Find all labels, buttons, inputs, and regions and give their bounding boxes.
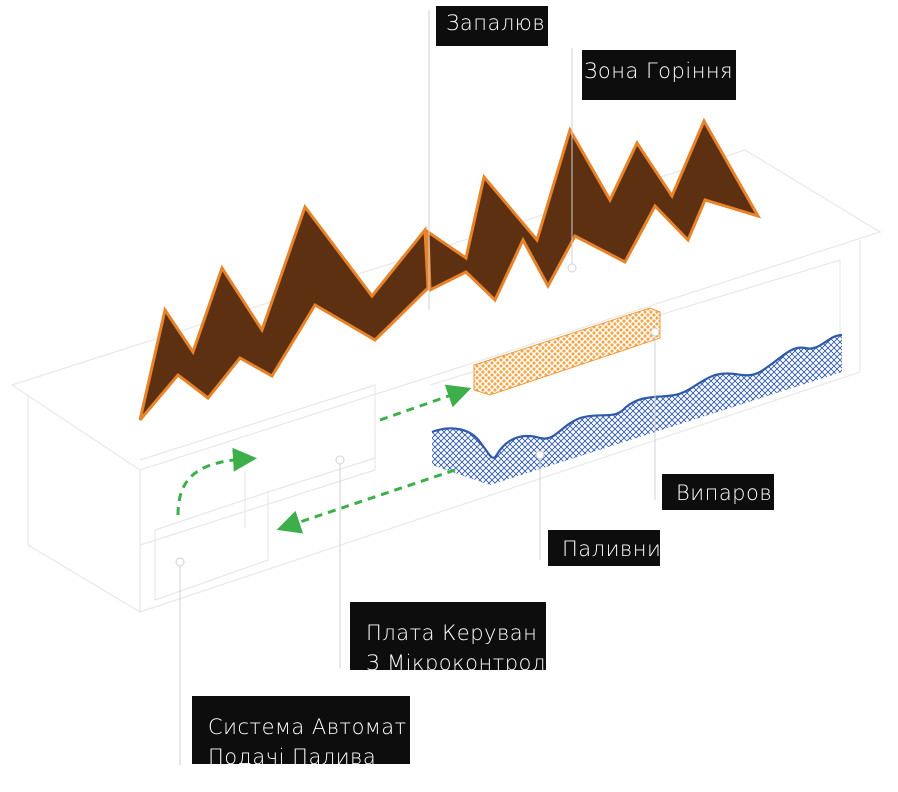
flame-right (426, 117, 762, 303)
label-evaporator-text: Випаров (676, 481, 773, 505)
feed-arrow (176, 447, 257, 516)
label-combustion-zone: Зона Горіння (582, 50, 736, 100)
label-ignition-text: Запалюв (446, 11, 546, 35)
label-fuel-feed-line2: Подачі Палива (208, 745, 377, 764)
label-combustion-zone-text: Зона Горіння (584, 59, 734, 83)
label-fuel-tank: Паливни (548, 530, 660, 566)
label-control-board-line2: З Мікроконтрол (366, 651, 546, 670)
label-fuel-feed-system: Система Автомат Подачі Палива (192, 696, 410, 764)
ignition-element (473, 307, 661, 396)
evaporator-outline (431, 333, 843, 459)
leader-dots (175, 263, 660, 567)
label-control-board-line1: Плата Керуван (366, 621, 538, 645)
label-ignition: Запалюв (436, 6, 548, 46)
evaporator-shape (432, 335, 842, 485)
label-fuel-tank-text: Паливни (562, 537, 660, 561)
supply-arrow (379, 384, 472, 422)
return-arrow (276, 468, 456, 534)
label-fuel-feed-line1: Система Автомат (208, 715, 407, 739)
flame-left (138, 203, 430, 421)
label-evaporator: Випаров (662, 474, 774, 510)
leader-lines (179, 10, 656, 765)
label-control-board: Плата Керуван З Мікроконтрол (350, 602, 546, 670)
